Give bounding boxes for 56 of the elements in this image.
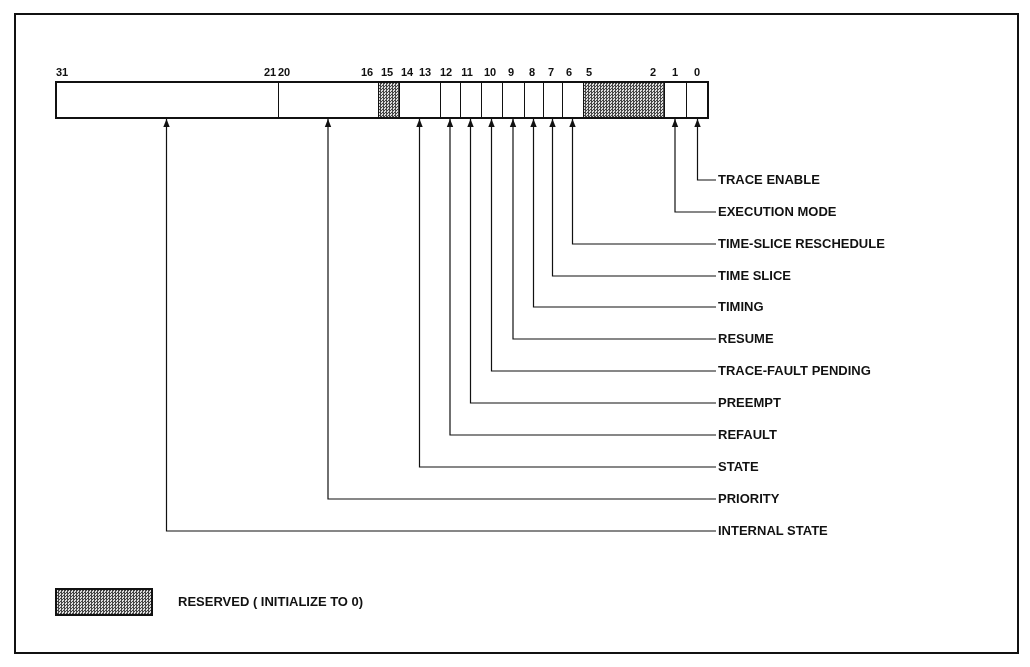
field-label: TRACE-FAULT PENDING: [718, 363, 871, 379]
bit-number: 10: [483, 66, 497, 78]
bit-field: [55, 81, 279, 119]
reserved-bit-field: [378, 81, 400, 119]
field-label: TIME SLICE: [718, 268, 791, 284]
bit-field: [686, 81, 709, 119]
leader-arrow: [324, 118, 717, 500]
leader-arrow: [467, 118, 717, 404]
field-label: TIME-SLICE RESCHEDULE: [718, 236, 885, 252]
bit-field: [543, 81, 563, 119]
leader-arrow: [446, 118, 717, 436]
field-label: TIMING: [718, 299, 764, 315]
leader-arrow: [530, 118, 717, 308]
bit-number: 21: [263, 66, 277, 78]
reserved-bit-field: [583, 81, 665, 119]
bit-number: 1: [671, 66, 679, 78]
field-label: TRACE ENABLE: [718, 172, 820, 188]
leader-arrow: [694, 118, 717, 181]
leader-arrow: [569, 118, 717, 245]
field-label: PREEMPT: [718, 395, 781, 411]
field-label: INTERNAL STATE: [718, 523, 828, 539]
field-label: STATE: [718, 459, 759, 475]
bit-field: [524, 81, 544, 119]
leader-arrow: [671, 118, 717, 213]
bit-number: 15: [380, 66, 394, 78]
legend-text: RESERVED ( INITIALIZE TO 0): [178, 594, 364, 610]
field-label: EXECUTION MODE: [718, 204, 837, 220]
bit-field: [664, 81, 687, 119]
bit-number: 7: [547, 66, 555, 78]
bit-field: [460, 81, 482, 119]
bit-number: 6: [565, 66, 573, 78]
bit-field: [440, 81, 461, 119]
bit-number: 16: [360, 66, 374, 78]
leader-arrow: [488, 118, 717, 372]
bit-number: 9: [507, 66, 515, 78]
bit-field: [481, 81, 503, 119]
bit-number: 20: [277, 66, 291, 78]
bit-number: 11: [461, 66, 473, 78]
bit-field: [278, 81, 379, 119]
bit-number: 5: [585, 66, 593, 78]
bit-number: 14: [400, 66, 414, 78]
bit-field: [562, 81, 584, 119]
field-label: PRIORITY: [718, 491, 780, 507]
bit-field: [399, 81, 441, 119]
field-label: RESUME: [718, 331, 774, 347]
bit-number: 12: [439, 66, 453, 78]
leader-arrow: [509, 118, 717, 340]
leader-arrow: [549, 118, 717, 277]
bit-number: 13: [418, 66, 432, 78]
bit-number: 8: [528, 66, 536, 78]
leader-arrow: [163, 118, 717, 532]
bit-number: 2: [649, 66, 657, 78]
field-label: REFAULT: [718, 427, 777, 443]
bit-field: [502, 81, 525, 119]
bit-number: 0: [693, 66, 701, 78]
leader-arrow: [416, 118, 717, 468]
